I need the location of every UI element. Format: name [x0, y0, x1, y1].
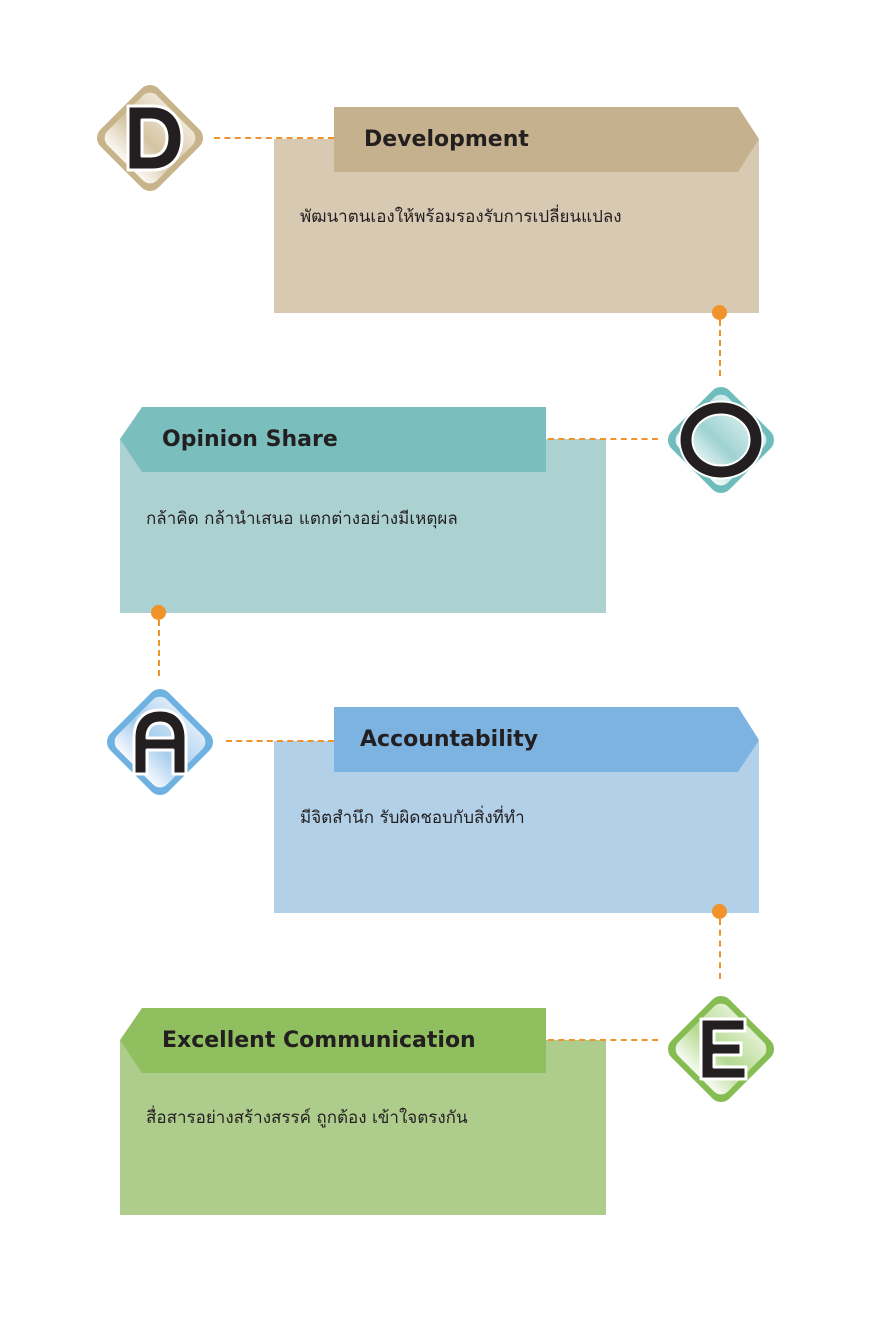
card-title: Accountability [360, 727, 539, 752]
letter-badge-a [94, 676, 226, 808]
letter-badge-e [655, 983, 787, 1115]
card-description: สื่อสารอย่างสร้างสรรค์ ถูกต้อง เข้าใจตรง… [146, 1108, 468, 1128]
card-header-tab: Accountability [334, 707, 759, 772]
letter-badge-d [84, 72, 216, 204]
diamond-e-icon [667, 995, 775, 1103]
card-header-tab: Development [334, 107, 759, 172]
card-description: พัฒนาตนเองให้พร้อมรองรับการเปลี่ยนแปลง [300, 207, 622, 227]
diamond-d-icon [96, 84, 204, 192]
diamond-a-icon [106, 688, 214, 796]
connector-line [719, 320, 721, 376]
connector-line [548, 438, 658, 440]
card-description: กล้าคิด กล้านำเสนอ แตกต่างอย่างมีเหตุผล [146, 509, 458, 529]
card-header-tab: Opinion Share [120, 407, 546, 472]
connector-dot [712, 305, 727, 320]
card-title: Opinion Share [162, 427, 338, 452]
card-title: Excellent Communication [162, 1028, 476, 1053]
card-description: มีจิตสำนึก รับผิดชอบกับสิ่งที่ทำ [300, 808, 525, 828]
letter-badge-o [655, 374, 787, 506]
connector-line [719, 919, 721, 979]
diamond-o-icon [667, 386, 775, 494]
card-title: Development [364, 127, 529, 152]
connector-line [214, 137, 334, 139]
connector-dot [712, 904, 727, 919]
connector-line [158, 620, 160, 676]
card-header-tab: Excellent Communication [120, 1008, 546, 1073]
connector-dot [151, 605, 166, 620]
connector-line [548, 1039, 658, 1041]
connector-line [226, 740, 334, 742]
